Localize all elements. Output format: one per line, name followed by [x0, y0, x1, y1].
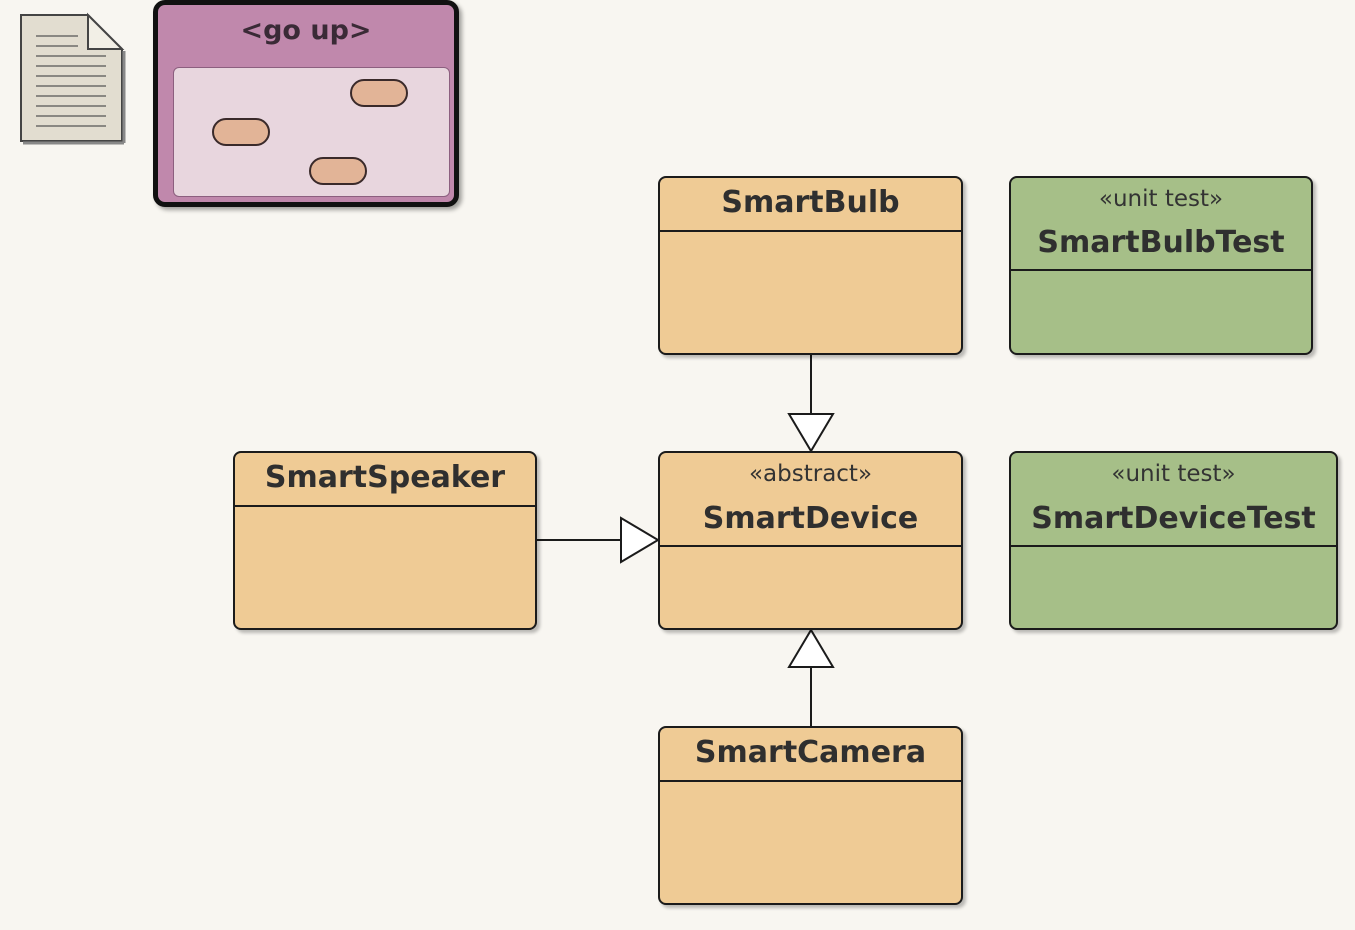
- class-name: SmartBulbTest: [1037, 225, 1285, 260]
- class-header: «abstract» SmartDevice: [660, 453, 961, 547]
- class-stereotype: «abstract»: [748, 461, 873, 487]
- class-smartbulbtest[interactable]: «unit test» SmartBulbTest: [1009, 176, 1313, 355]
- class-smartbulb[interactable]: SmartBulb: [658, 176, 963, 355]
- class-smartcamera[interactable]: SmartCamera: [658, 726, 963, 905]
- class-smartspeaker[interactable]: SmartSpeaker: [233, 451, 537, 630]
- class-header: «unit test» SmartDeviceTest: [1011, 453, 1336, 547]
- class-name: SmartCamera: [694, 735, 927, 770]
- go-up-label[interactable]: <go up>: [240, 15, 372, 46]
- package-preview: [173, 67, 450, 197]
- class-name: SmartBulb: [721, 185, 900, 220]
- class-stereotype: «unit test»: [1111, 461, 1236, 487]
- class-stereotype: «unit test»: [1098, 186, 1224, 212]
- preview-node: [212, 118, 270, 146]
- class-header: SmartBulb: [660, 178, 961, 232]
- generalization-arrow: [620, 516, 660, 564]
- class-smartdevicetest[interactable]: «unit test» SmartDeviceTest: [1009, 451, 1338, 630]
- go-up-package[interactable]: <go up>: [153, 0, 459, 207]
- class-header: «unit test» SmartBulbTest: [1011, 178, 1311, 271]
- class-header: SmartCamera: [660, 728, 961, 782]
- class-smartdevice[interactable]: «abstract» SmartDevice: [658, 451, 963, 630]
- class-header: SmartSpeaker: [235, 453, 535, 507]
- preview-node: [350, 79, 408, 107]
- class-name: SmartDeviceTest: [1031, 501, 1316, 536]
- generalization-arrow: [787, 628, 835, 668]
- generalization-arrow: [787, 413, 835, 453]
- document-icon[interactable]: [18, 12, 126, 146]
- class-name: SmartSpeaker: [264, 460, 506, 495]
- preview-node: [309, 157, 367, 185]
- class-name: SmartDevice: [702, 501, 919, 536]
